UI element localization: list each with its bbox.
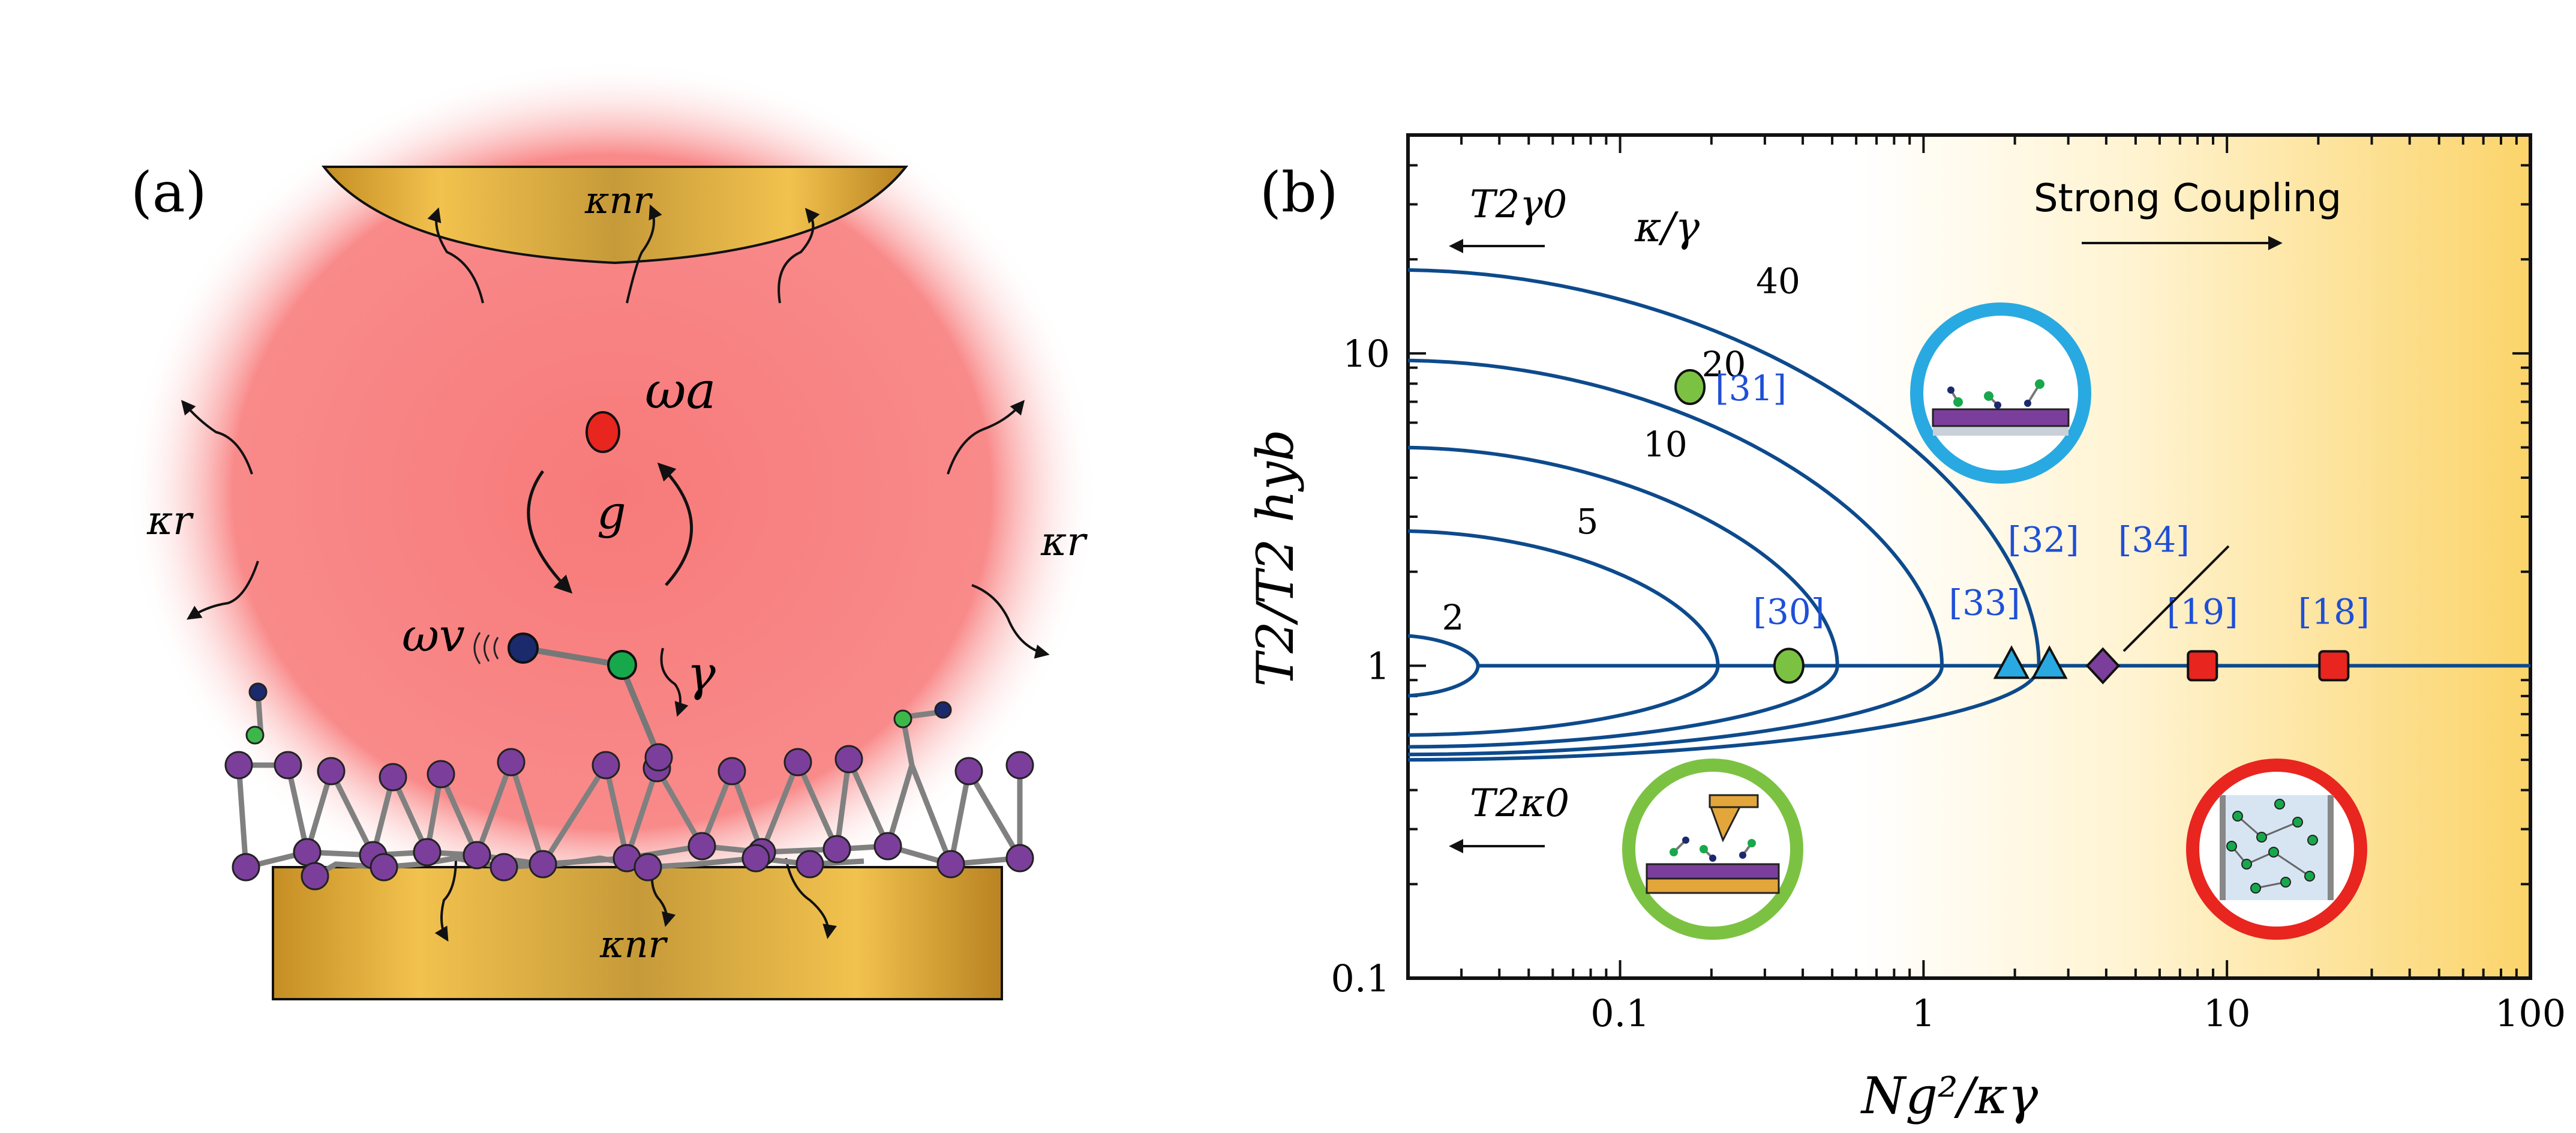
marker-ref-label: [32] bbox=[2008, 519, 2079, 560]
coupling-g-label: g bbox=[597, 485, 626, 539]
marker-ref-label: [33] bbox=[1949, 582, 2020, 623]
bond bbox=[618, 664, 662, 757]
bottom-mirror-label: κnr bbox=[599, 922, 668, 966]
tick-labels: 0.1 1 10 100 0.1 1 10 bbox=[1331, 332, 2566, 1035]
x-axis-label: Ng²/κγ bbox=[1860, 1066, 2038, 1125]
curve-label: 5 bbox=[1576, 501, 1598, 542]
emitter bbox=[586, 411, 620, 453]
nonradiative-arrows-top bbox=[427, 204, 820, 304]
y-tick-label: 0.1 bbox=[1331, 957, 1390, 1000]
plot-frame bbox=[1406, 133, 2532, 980]
marker-circle bbox=[1773, 648, 1805, 684]
vibrating-atom bbox=[607, 650, 637, 680]
curve-label: 40 bbox=[1756, 261, 1800, 302]
gamma-arrow bbox=[660, 648, 689, 717]
marker-ref-label: [19] bbox=[2167, 591, 2238, 632]
radiative-arrows bbox=[181, 400, 1050, 659]
panel-a: κnr κnr κr κr ωa g bbox=[126, 60, 1098, 1000]
y-tick-label: 10 bbox=[1343, 332, 1390, 376]
molecule-atom bbox=[893, 709, 912, 729]
marker-triangle bbox=[1993, 645, 2030, 679]
kappa-r-right: κr bbox=[1040, 518, 1088, 565]
curve-label: 10 bbox=[1643, 424, 1688, 465]
y-axis-label: T2/T2 hyb bbox=[1246, 429, 1305, 687]
vibration-icon bbox=[473, 632, 499, 664]
marker-ref-label: [18] bbox=[2298, 591, 2370, 632]
marker-triangle bbox=[2031, 645, 2068, 679]
omega-v-label: ωv bbox=[402, 609, 465, 662]
t2gamma-label: T2γ0 bbox=[1470, 182, 1567, 227]
marker-labels: [31] [30] [33] [32] [34] [19] [18] bbox=[1715, 368, 2370, 632]
curve-k20 bbox=[1408, 358, 1944, 757]
x-tick-label: 0.1 bbox=[1590, 991, 1650, 1035]
kappa-over-gamma-label: κ/γ bbox=[1634, 204, 1700, 251]
axis-ticks bbox=[1407, 134, 2532, 979]
curve-label: 20 bbox=[1702, 344, 1746, 385]
molecule-atoms bbox=[224, 745, 1034, 891]
gamma-label: γ bbox=[687, 646, 716, 702]
curve-k40 bbox=[1408, 268, 2041, 762]
molecule-atom bbox=[644, 743, 673, 772]
inset-blue bbox=[1910, 302, 2091, 484]
marker-square bbox=[2187, 650, 2218, 682]
top-mirror bbox=[321, 166, 909, 265]
y-tick-label: 1 bbox=[1367, 644, 1390, 688]
vibrating-atom bbox=[508, 633, 539, 664]
coupling-arrows bbox=[527, 462, 693, 594]
ref-34-pointer bbox=[2122, 545, 2230, 652]
t2kappa-label: T2κ0 bbox=[1470, 781, 1569, 826]
panel-b-label: (b) bbox=[1260, 160, 1338, 224]
molecule-atom bbox=[934, 701, 952, 719]
cavity-mode-glow bbox=[126, 60, 1098, 924]
marker-ref-label: [34] bbox=[2118, 519, 2190, 560]
molecule-atom bbox=[248, 682, 268, 702]
kappa-r-left: κr bbox=[146, 497, 194, 544]
inset-red bbox=[2186, 759, 2367, 940]
curve-k2 bbox=[1408, 634, 1480, 698]
markers bbox=[1674, 369, 2350, 685]
marker-circle bbox=[1674, 369, 1706, 406]
marker-ref-label: [30] bbox=[1753, 591, 1824, 632]
panel-a-label: (a) bbox=[131, 160, 207, 224]
omega-a-label: ωa bbox=[645, 361, 716, 420]
inset-green bbox=[1622, 759, 1803, 940]
x-tick-label: 10 bbox=[2203, 991, 2251, 1035]
marker-ref-label: [31] bbox=[1715, 368, 1787, 409]
curve-label: 2 bbox=[1442, 597, 1464, 638]
x-tick-label: 1 bbox=[1912, 991, 1935, 1035]
marker-square bbox=[2318, 650, 2350, 682]
molecule-atom bbox=[245, 726, 265, 745]
strong-coupling-label: Strong Coupling bbox=[2034, 176, 2341, 221]
marker-diamond bbox=[2085, 647, 2121, 685]
curve-labels: 2 5 10 20 40 bbox=[1442, 261, 1800, 638]
top-mirror-label: κnr bbox=[584, 178, 653, 222]
panel-b: 0.1 1 10 100 0.1 1 10 2 5 10 20 40 bbox=[1246, 133, 2566, 1125]
x-tick-label: 100 bbox=[2495, 991, 2566, 1035]
